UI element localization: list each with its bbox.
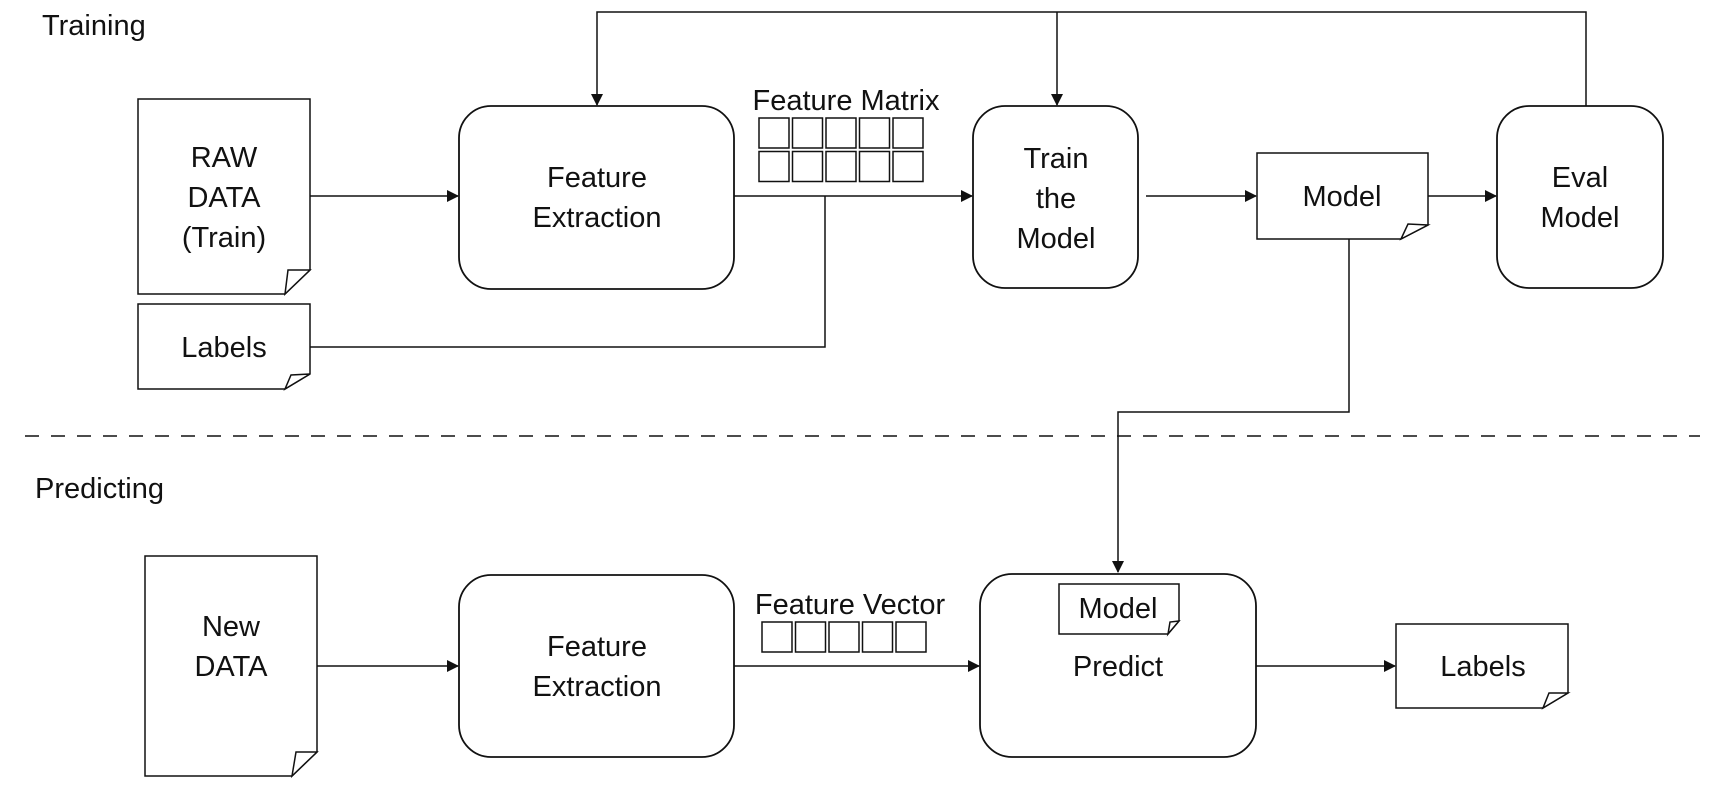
train-line1: Train [1024, 143, 1089, 175]
raw-data-line3: (Train) [182, 222, 266, 254]
predict-model-document: Model [1058, 583, 1181, 637]
fe-predict-line2: Extraction [533, 671, 662, 703]
feature-matrix-label: Feature Matrix [753, 85, 940, 117]
new-data-line2: DATA [194, 651, 268, 683]
feature-vector-label: Feature Vector [755, 589, 946, 621]
grid-cell [825, 117, 857, 149]
grid-cell [892, 117, 924, 149]
labels-document-train: Labels [137, 303, 311, 391]
section-label-predicting: Predicting [35, 473, 164, 505]
raw-data-document: RAW DATA (Train) [137, 98, 312, 297]
grid-cell [761, 621, 793, 653]
feature-extraction-train: Feature Extraction [458, 105, 735, 290]
grid-cell [791, 117, 824, 149]
grid-cell [858, 150, 891, 183]
feedback-loop-to-fe [591, 11, 1587, 106]
grid-cell [861, 621, 894, 653]
arrow-model-to-predict [1112, 239, 1350, 573]
eval-line1: Eval [1552, 162, 1608, 194]
train-line2: the [1036, 183, 1076, 215]
train-line3: Model [1017, 223, 1096, 255]
labels-document-predict: Labels [1395, 623, 1571, 710]
grid-cell [825, 150, 857, 183]
new-data-document: New DATA [144, 555, 319, 779]
feature-vector-grid [761, 621, 927, 653]
train-model-box: Train the Model [972, 105, 1139, 289]
eval-model-box: Eval Model [1496, 105, 1664, 289]
predict-box: Model Predict [979, 573, 1257, 758]
grid-cell [858, 117, 891, 149]
grid-cell [791, 150, 824, 183]
fe-predict-line1: Feature [547, 631, 647, 663]
grid-cell [895, 621, 927, 653]
line-labels-to-train [310, 196, 826, 348]
labels-predict-text: Labels [1440, 651, 1525, 683]
fe-train-line1: Feature [547, 162, 647, 194]
feature-extraction-predict: Feature Extraction [458, 574, 735, 758]
raw-data-line2: DATA [187, 182, 261, 214]
grid-cell [758, 150, 790, 183]
fe-train-line2: Extraction [533, 202, 662, 234]
grid-cell [828, 621, 860, 653]
predict-text: Predict [1073, 651, 1163, 683]
new-data-line1: New [202, 611, 261, 643]
grid-cell [794, 621, 827, 653]
model-text: Model [1303, 181, 1382, 213]
eval-line2: Model [1541, 202, 1620, 234]
grid-cell [892, 150, 924, 183]
section-label-training: Training [42, 10, 146, 42]
model-document: Model [1256, 152, 1431, 241]
grid-cell [758, 117, 790, 149]
feature-matrix-grid [758, 117, 924, 183]
predict-model-text: Model [1079, 593, 1158, 625]
labels-train-text: Labels [181, 332, 266, 364]
raw-data-line1: RAW [191, 142, 258, 174]
